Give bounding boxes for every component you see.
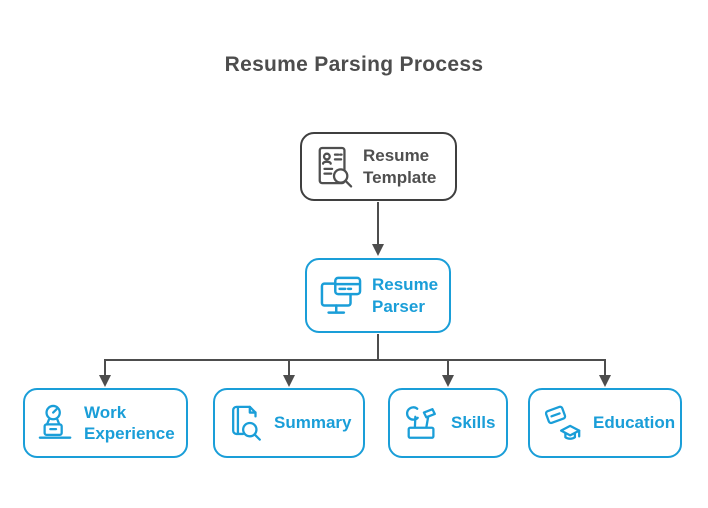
document-search-icon (315, 145, 353, 189)
node-resume-parser: Resume Parser (305, 258, 451, 333)
node-education: Education (528, 388, 682, 458)
node-label: Skills (451, 413, 496, 433)
graduation-cap-icon (543, 403, 583, 443)
node-label: Summary (274, 413, 352, 433)
diagram-title: Resume Parsing Process (224, 53, 484, 76)
arrowhead-education (599, 375, 611, 387)
node-label: Education (593, 413, 676, 433)
node-label: Resume Template (363, 146, 437, 187)
punch-clock-icon (38, 403, 74, 443)
arrowhead-skills (442, 375, 454, 387)
arrowhead-parser (372, 244, 384, 256)
toolbox-tools-icon (403, 404, 441, 442)
node-summary: Summary (213, 388, 365, 458)
node-work-experience: Work Experience (23, 388, 188, 458)
arrowhead-work-experience (99, 375, 111, 387)
node-skills: Skills (388, 388, 508, 458)
node-label: Resume Parser (372, 275, 439, 316)
arrowhead-summary (283, 375, 295, 387)
monitor-card-icon (320, 276, 362, 316)
book-search-icon (228, 404, 264, 442)
edge-branch-rail (104, 359, 606, 376)
node-resume-template: Resume Template (300, 132, 457, 201)
node-label: Work Experience (84, 402, 175, 443)
